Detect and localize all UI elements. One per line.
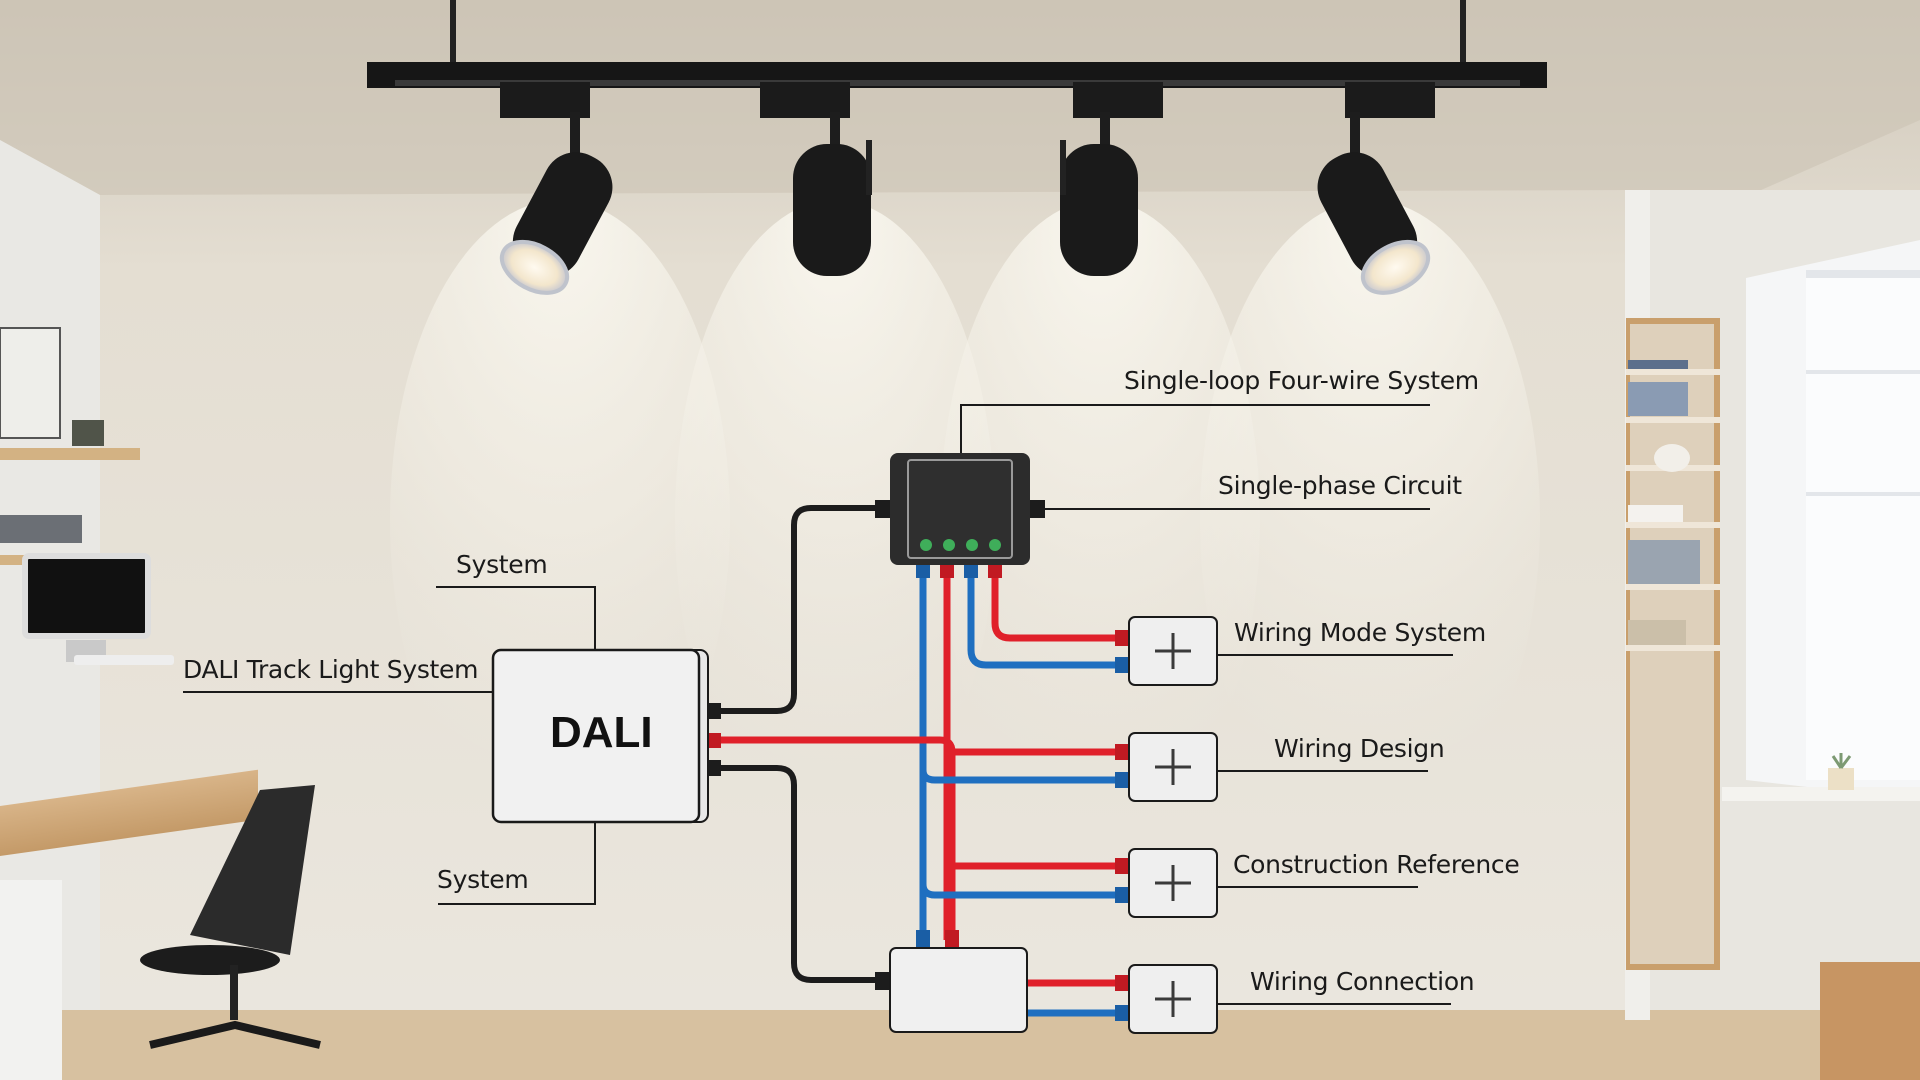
indicator-led [920, 539, 932, 551]
monitor [22, 553, 151, 639]
track-light-4 [1317, 82, 1435, 295]
control-cable-to-hub [714, 505, 883, 714]
distribution-hub [890, 453, 1030, 565]
neutral-wire-terminal-1 [967, 565, 1120, 669]
dali-controller [491, 648, 709, 824]
label-hub-right: Single-phase Circuit [1218, 471, 1462, 500]
indicator-led [989, 539, 1001, 551]
track-light-3 [1060, 82, 1163, 276]
light-beam [1200, 200, 1540, 840]
track-light-2 [760, 82, 872, 276]
label-controller-left: DALI Track Light System [183, 655, 479, 684]
side-table [1820, 962, 1920, 1080]
terminal-label-4: Wiring Connection [1250, 967, 1475, 996]
office-corner [0, 327, 321, 1080]
terminal-label-2: Wiring Design [1274, 734, 1445, 763]
plus-icon [1155, 981, 1191, 1017]
indicator-led [966, 539, 978, 551]
plus-icon [1155, 865, 1191, 901]
terminal-label-3: Construction Reference [1233, 850, 1520, 879]
terminal-label-1: Wiring Mode System [1234, 618, 1486, 647]
office-chair [190, 785, 315, 955]
control-cable-to-box [714, 765, 883, 983]
controller-label: DALI [550, 708, 653, 757]
terminal-block [1128, 616, 1218, 686]
leader-line-hub-top [960, 404, 1430, 453]
indicator-led [943, 539, 955, 551]
plus-icon [1155, 633, 1191, 669]
terminal-block [1128, 848, 1218, 918]
label-hub-top: Single-loop Four-wire System [1124, 366, 1479, 395]
leader-line-controller-bottom [438, 822, 596, 905]
window [1722, 240, 1920, 801]
plus-icon [1155, 749, 1191, 785]
label-controller-bottom: System [437, 865, 529, 894]
light-beam [675, 200, 995, 840]
bookshelf [1626, 318, 1720, 970]
live-wire-terminal-1 [991, 565, 1120, 642]
junction-box [889, 947, 1028, 1033]
track-light-1 [499, 82, 613, 295]
leader-line-controller-top [436, 586, 596, 650]
terminal-block [1128, 732, 1218, 802]
label-controller-top: System [456, 550, 548, 579]
terminal-block [1128, 964, 1218, 1034]
